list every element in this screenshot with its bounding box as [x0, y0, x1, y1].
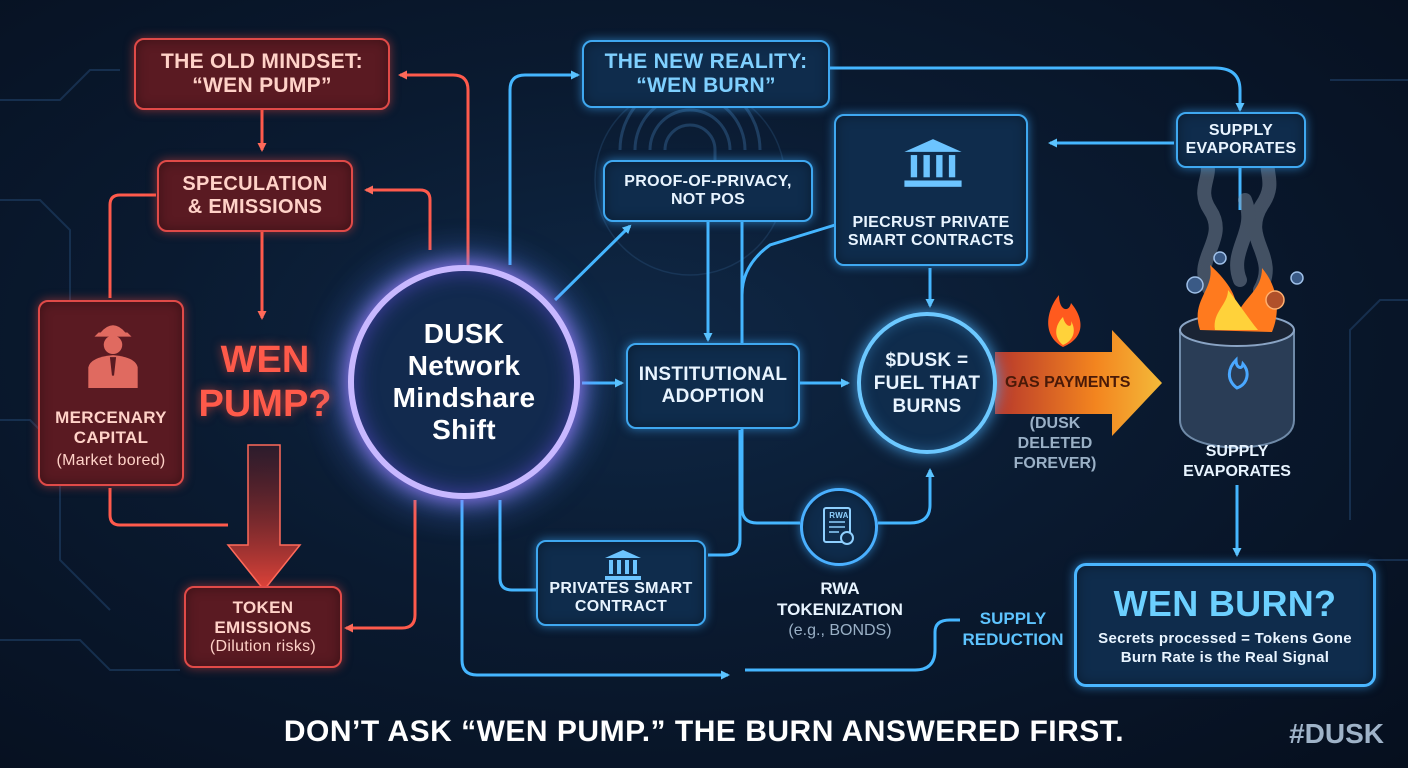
- institutional-adoption-box: INSTITUTIONAL ADOPTION: [626, 343, 800, 429]
- rwa-line1: RWA: [820, 579, 860, 598]
- wen-pump-line2: PUMP?: [198, 383, 332, 425]
- gas-payments-arrow: [995, 330, 1162, 436]
- gas-sub3: FOREVER): [1013, 455, 1097, 472]
- supply-reduction-line2: REDUCTION: [962, 630, 1064, 649]
- rwa-doc-label: RWA: [829, 511, 849, 520]
- new-reality-line1: THE NEW REALITY:: [604, 50, 808, 73]
- speculation-line2: & EMISSIONS: [187, 196, 323, 218]
- institutional-line2: ADOPTION: [661, 386, 765, 407]
- rwa-line2: TOKENIZATION: [777, 600, 903, 619]
- gas-sub1: (DUSK: [1029, 415, 1081, 432]
- gas-sub2: DELETED: [1017, 435, 1093, 452]
- hashtag: #DUSK: [1289, 718, 1384, 749]
- supply-bottom-line1: SUPPLY: [1205, 443, 1269, 460]
- rwa-document-circle: RWA: [800, 488, 878, 566]
- token-emissions-sub: (Dilution risks): [209, 638, 317, 655]
- wen-burn-title: WEN BURN?: [1113, 583, 1337, 624]
- wen-pump-arrow: [226, 444, 302, 592]
- old-mindset-box: THE OLD MINDSET: “WEN PUMP”: [134, 38, 390, 110]
- supply-reduction-line1: SUPPLY: [979, 609, 1047, 628]
- privates-line2: CONTRACT: [574, 598, 668, 615]
- dusk-fuel-line3: BURNS: [892, 395, 962, 417]
- supply-evaporates-bottom: SUPPLY EVAPORATES: [1172, 442, 1302, 482]
- center-hub: DUSK Network Mindshare Shift: [348, 265, 580, 499]
- burning-canister-icon: [1179, 251, 1304, 450]
- wen-pump-text: WEN PUMP?: [190, 338, 340, 426]
- circuit-background: [0, 69, 1408, 671]
- piecrust-line2: SMART CONTRACTS: [847, 232, 1015, 249]
- token-emissions-line2: EMISSIONS: [214, 618, 312, 637]
- bank-icon: [605, 550, 641, 580]
- piecrust-box: PIECRUST PRIVATE SMART CONTRACTS: [834, 114, 1028, 266]
- speculation-box: SPECULATION & EMISSIONS: [157, 160, 353, 232]
- supply-bottom-line2: EVAPORATES: [1183, 463, 1291, 480]
- center-line3: Mindshare: [392, 382, 536, 413]
- wen-burn-line2: Burn Rate is the Real Signal: [1120, 649, 1330, 666]
- mercenary-capital-box: MERCENARY CAPITAL (Market bored): [38, 300, 184, 486]
- new-reality-line2: “WEN BURN”: [636, 74, 776, 97]
- footer-tagline: DON’T ASK “WEN PUMP.” THE BURN ANSWERED …: [283, 715, 1125, 748]
- bank-icon: [904, 139, 962, 187]
- token-emissions-box: TOKEN EMISSIONS (Dilution risks): [184, 586, 342, 668]
- center-line2: Network: [407, 350, 521, 381]
- new-reality-box: THE NEW REALITY: “WEN BURN”: [582, 40, 830, 108]
- flame-icon: [1048, 295, 1081, 347]
- mercenary-line2: CAPITAL: [73, 428, 149, 447]
- document-seal-icon: [823, 507, 854, 545]
- speculation-line1: SPECULATION: [182, 173, 328, 195]
- dusk-fuel-line2: FUEL THAT: [873, 372, 981, 394]
- institutional-line1: INSTITUTIONAL: [638, 364, 788, 385]
- supply-top-line2: EVAPORATES: [1185, 140, 1297, 157]
- supply-evaporates-top-box: SUPPLY EVAPORATES: [1176, 112, 1306, 168]
- privates-contract-box: PRIVATES SMART CONTRACT: [536, 540, 706, 626]
- proof-of-privacy-box: PROOF-OF-PRIVACY, NOT POS: [603, 160, 813, 222]
- wen-burn-line1: Secrets processed = Tokens Gone: [1098, 630, 1352, 647]
- center-line4: Shift: [432, 414, 496, 445]
- dusk-fuel-circle: $DUSK = FUEL THAT BURNS: [857, 312, 997, 454]
- rwa-label: RWA TOKENIZATION (e.g., BONDS): [770, 578, 910, 641]
- wen-pump-line1: WEN: [220, 339, 310, 381]
- rwa-sub: (e.g., BONDS): [788, 622, 892, 639]
- agent-figure-icon: [88, 325, 138, 388]
- gas-payments-label: GAS PAYMENTS: [1005, 374, 1131, 391]
- mercenary-line1: MERCENARY: [55, 408, 167, 427]
- proof-line2: NOT POS: [670, 191, 746, 208]
- dusk-fuel-line1: $DUSK =: [885, 349, 969, 371]
- gas-payments-sub: (DUSK DELETED FOREVER): [1000, 414, 1110, 474]
- supply-top-line1: SUPPLY: [1208, 122, 1274, 139]
- privates-line1: PRIVATES SMART: [549, 580, 693, 597]
- old-mindset-line2: “WEN PUMP”: [192, 74, 332, 97]
- token-emissions-line1: TOKEN: [232, 598, 294, 617]
- mercenary-sub: (Market bored): [56, 452, 166, 469]
- old-mindset-line1: THE OLD MINDSET:: [161, 50, 363, 73]
- supply-reduction: SUPPLY REDUCTION: [955, 608, 1071, 650]
- wen-burn-box: WEN BURN? Secrets processed = Tokens Gon…: [1074, 563, 1376, 687]
- center-line1: DUSK: [423, 318, 505, 349]
- piecrust-line1: PIECRUST PRIVATE: [852, 214, 1010, 231]
- smoke-plume: [1197, 151, 1277, 297]
- proof-line1: PROOF-OF-PRIVACY,: [624, 173, 792, 190]
